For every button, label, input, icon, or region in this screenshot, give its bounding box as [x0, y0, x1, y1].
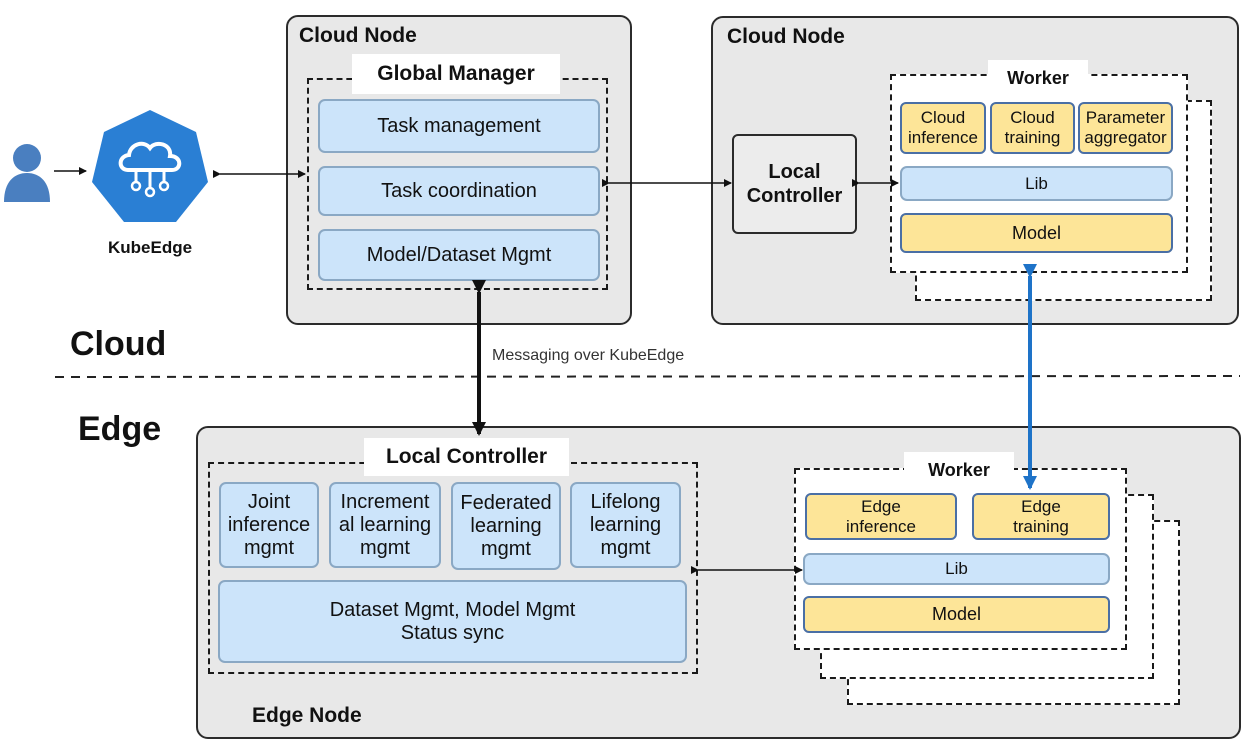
- user-icon: [2, 140, 52, 202]
- edge-local-controller-title: Local Controller: [364, 438, 569, 476]
- edge-training-box[interactable]: Edge training: [972, 493, 1110, 540]
- cloud-inference-box[interactable]: Cloud inference: [900, 102, 986, 154]
- kubeedge-label: KubeEdge: [108, 238, 193, 257]
- edge-inference-box[interactable]: Edge inference: [805, 493, 957, 540]
- cloud-worker-title: Worker: [988, 60, 1088, 96]
- messaging-label: Messaging over KubeEdge: [492, 347, 685, 364]
- task-coordination-box[interactable]: Task coordination: [318, 166, 600, 216]
- edge-model-box[interactable]: Model: [803, 596, 1110, 633]
- incremental-learning-mgmt-box[interactable]: Increment al learning mgmt: [329, 482, 441, 568]
- task-management-box[interactable]: Task management: [318, 99, 600, 153]
- cloud-local-controller[interactable]: Local Controller: [732, 134, 857, 234]
- cloud-section-label: Cloud: [70, 325, 167, 363]
- kubeedge-logo-icon[interactable]: [90, 108, 210, 233]
- parameter-aggregator-box[interactable]: Parameter aggregator: [1078, 102, 1173, 154]
- global-manager-title: Global Manager: [352, 54, 560, 94]
- edge-worker-title: Worker: [904, 452, 1014, 488]
- dataset-model-mgmt-status-box[interactable]: Dataset Mgmt, Model Mgmt Status sync: [218, 580, 687, 663]
- model-dataset-mgmt-box[interactable]: Model/Dataset Mgmt: [318, 229, 600, 281]
- lifelong-learning-mgmt-box[interactable]: Lifelong learning mgmt: [570, 482, 681, 568]
- cloud-node-right-title: Cloud Node: [727, 25, 845, 48]
- cloud-training-box[interactable]: Cloud training: [990, 102, 1075, 154]
- cloud-model-box[interactable]: Model: [900, 213, 1173, 253]
- edge-section-label: Edge: [78, 410, 162, 448]
- cloud-edge-divider: [54, 375, 1241, 378]
- edge-lib-box[interactable]: Lib: [803, 553, 1110, 585]
- joint-inference-mgmt-box[interactable]: Joint inference mgmt: [219, 482, 319, 568]
- edge-node-title: Edge Node: [252, 704, 362, 727]
- cloud-node-left-title: Cloud Node: [299, 24, 417, 47]
- federated-learning-mgmt-box[interactable]: Federated learning mgmt: [451, 482, 561, 570]
- cloud-lib-box[interactable]: Lib: [900, 166, 1173, 201]
